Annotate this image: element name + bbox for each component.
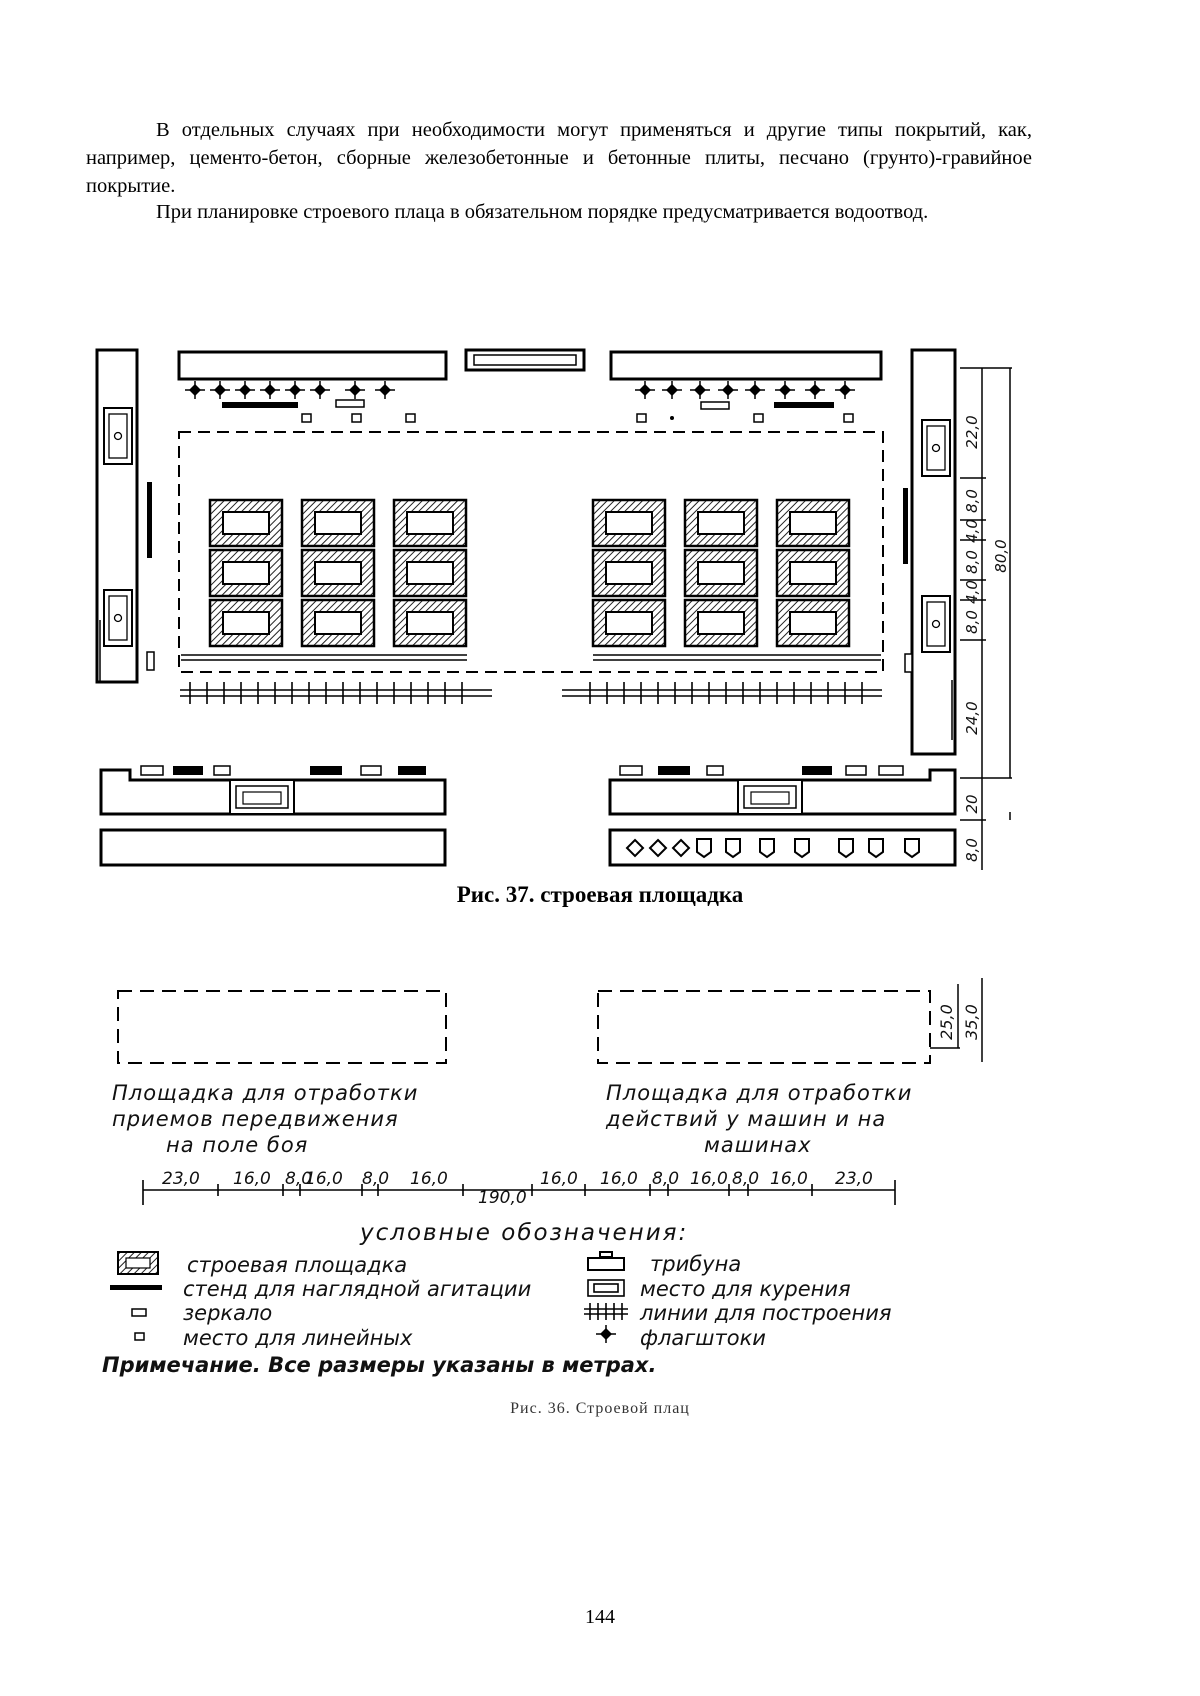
legend-mirror: зеркало xyxy=(183,1301,272,1325)
dim-16-b: 16,0 xyxy=(305,1169,343,1189)
smoking-place-left-1 xyxy=(103,407,133,465)
legend-symbol-smoking xyxy=(587,1279,625,1297)
mirror-right-side xyxy=(904,653,913,673)
legend-symbol-drill-pad xyxy=(117,1251,159,1275)
legend-symbol-flagstaff xyxy=(595,1324,617,1344)
right-area-label-line1: Площадка для отработки xyxy=(606,1081,912,1105)
flagstaffs-right xyxy=(634,380,856,400)
legend-symbol-mirror xyxy=(131,1308,147,1317)
svg-text:24,0: 24,0 xyxy=(963,701,981,734)
svg-text:22,0: 22,0 xyxy=(963,415,981,448)
top-right-building xyxy=(609,350,883,381)
figure36-note: Примечание. Все размеры указаны в метрах… xyxy=(102,1353,656,1377)
depth-dimension xyxy=(930,978,983,1062)
legend-drill-pad: строевая площадка xyxy=(187,1253,407,1277)
legend-formation-lines: линии для построения xyxy=(639,1301,892,1325)
svg-text:8,0: 8,0 xyxy=(963,610,981,634)
depth-dim-25: 25,0 xyxy=(937,1004,956,1040)
dim-190: 190,0 xyxy=(478,1188,527,1208)
legend-stand: стенд для наглядной агитации xyxy=(183,1277,531,1301)
right-wall xyxy=(910,348,957,756)
legend-linemen: место для линейных xyxy=(183,1326,413,1350)
svg-text:8,0: 8,0 xyxy=(963,838,981,862)
page-number: 144 xyxy=(585,1606,615,1628)
tribune-top xyxy=(464,348,586,372)
smoking-place-bottom-right xyxy=(737,779,803,815)
dim-8-d: 8,0 xyxy=(732,1169,759,1189)
left-area-label-line2: приемов передвижения xyxy=(112,1107,399,1131)
dim-8-a: 8,0 xyxy=(285,1169,312,1189)
legend-smoking: место для курения xyxy=(640,1277,851,1301)
svg-text:8,0: 8,0 xyxy=(963,550,981,574)
stand-left-side xyxy=(147,482,152,558)
dim-16-c: 16,0 xyxy=(410,1169,448,1189)
legend-symbol-tribune xyxy=(587,1251,625,1271)
left-area-label-line3: на поле боя xyxy=(166,1133,308,1157)
dim-16-a: 16,0 xyxy=(233,1169,271,1189)
mirror-top-left xyxy=(335,399,365,408)
legend-symbol-stand xyxy=(110,1285,162,1290)
legend-symbol-linemen xyxy=(134,1332,145,1341)
dim-16-g: 16,0 xyxy=(770,1169,808,1189)
paragraph-drainage: При планировке строевого плаца в обязате… xyxy=(156,201,929,223)
drill-pads-left xyxy=(208,498,468,648)
dim-23-left: 23,0 xyxy=(162,1169,200,1189)
svg-text:20: 20 xyxy=(963,794,981,813)
legend-tribune: трибуна xyxy=(650,1252,741,1276)
left-area-boundary xyxy=(117,990,447,1064)
right-area-label-line3: машинах xyxy=(704,1133,812,1157)
stand-right-side xyxy=(903,488,908,564)
bottom-left-items xyxy=(140,765,426,776)
smoking-place-bottom-left xyxy=(229,779,295,815)
stand-top-right xyxy=(774,402,834,408)
bottom-dimension-chain xyxy=(142,1180,896,1205)
smoking-place-left-2 xyxy=(103,589,133,647)
dim-16-e: 16,0 xyxy=(600,1169,638,1189)
dim-8-c: 8,0 xyxy=(652,1169,679,1189)
dim-8-b: 8,0 xyxy=(362,1169,389,1189)
right-dimension-labels: 22,0 8,0 4,0 8,0 4,0 80,0 8,0 24,0 20 8,… xyxy=(963,415,1010,862)
right-dimension-chain xyxy=(960,367,1012,870)
stand-top-left xyxy=(222,402,298,408)
parade-area-boundary xyxy=(178,431,884,673)
dim-16-d: 16,0 xyxy=(540,1169,578,1189)
mirror-top-right xyxy=(700,401,730,410)
drill-pads-right xyxy=(591,498,851,648)
flagstaffs-left xyxy=(184,380,396,400)
bottom-left-strip xyxy=(99,828,447,867)
legend-flagstaffs: флагштоки xyxy=(640,1326,766,1350)
dim-23-right: 23,0 xyxy=(835,1169,873,1189)
paragraph-coverings: В отдельных случаях при необходимости мо… xyxy=(86,119,1032,197)
figure-36-caption: Рис. 36. Строевой плац xyxy=(510,1400,690,1417)
figure-37-caption: Рис. 37. строевая площадка xyxy=(456,882,744,907)
bottom-right-items xyxy=(619,765,904,776)
dim-16-f: 16,0 xyxy=(690,1169,728,1189)
bottom-right-strip xyxy=(608,828,957,867)
depth-dim-35: 35,0 xyxy=(962,1004,981,1040)
formation-line-left xyxy=(180,682,492,704)
smoking-place-right-2 xyxy=(921,595,951,653)
right-area-label-line2: действий у машин и на xyxy=(605,1107,886,1131)
bottom-right-symbols xyxy=(625,838,920,859)
smoking-place-right-1 xyxy=(921,419,951,477)
svg-text:4,0: 4,0 xyxy=(963,580,981,604)
top-left-building xyxy=(177,350,448,381)
legend-title: условные обозначения: xyxy=(359,1220,688,1246)
mirror-left-side xyxy=(146,651,155,671)
formation-line-right xyxy=(562,682,882,704)
right-area-boundary xyxy=(597,990,931,1064)
svg-text:4,0: 4,0 xyxy=(963,519,981,543)
legend-symbol-formation-line xyxy=(584,1303,628,1320)
svg-text:80,0: 80,0 xyxy=(992,539,1010,572)
svg-text:8,0: 8,0 xyxy=(963,489,981,513)
left-area-label-line1: Площадка для отработки xyxy=(112,1081,418,1105)
